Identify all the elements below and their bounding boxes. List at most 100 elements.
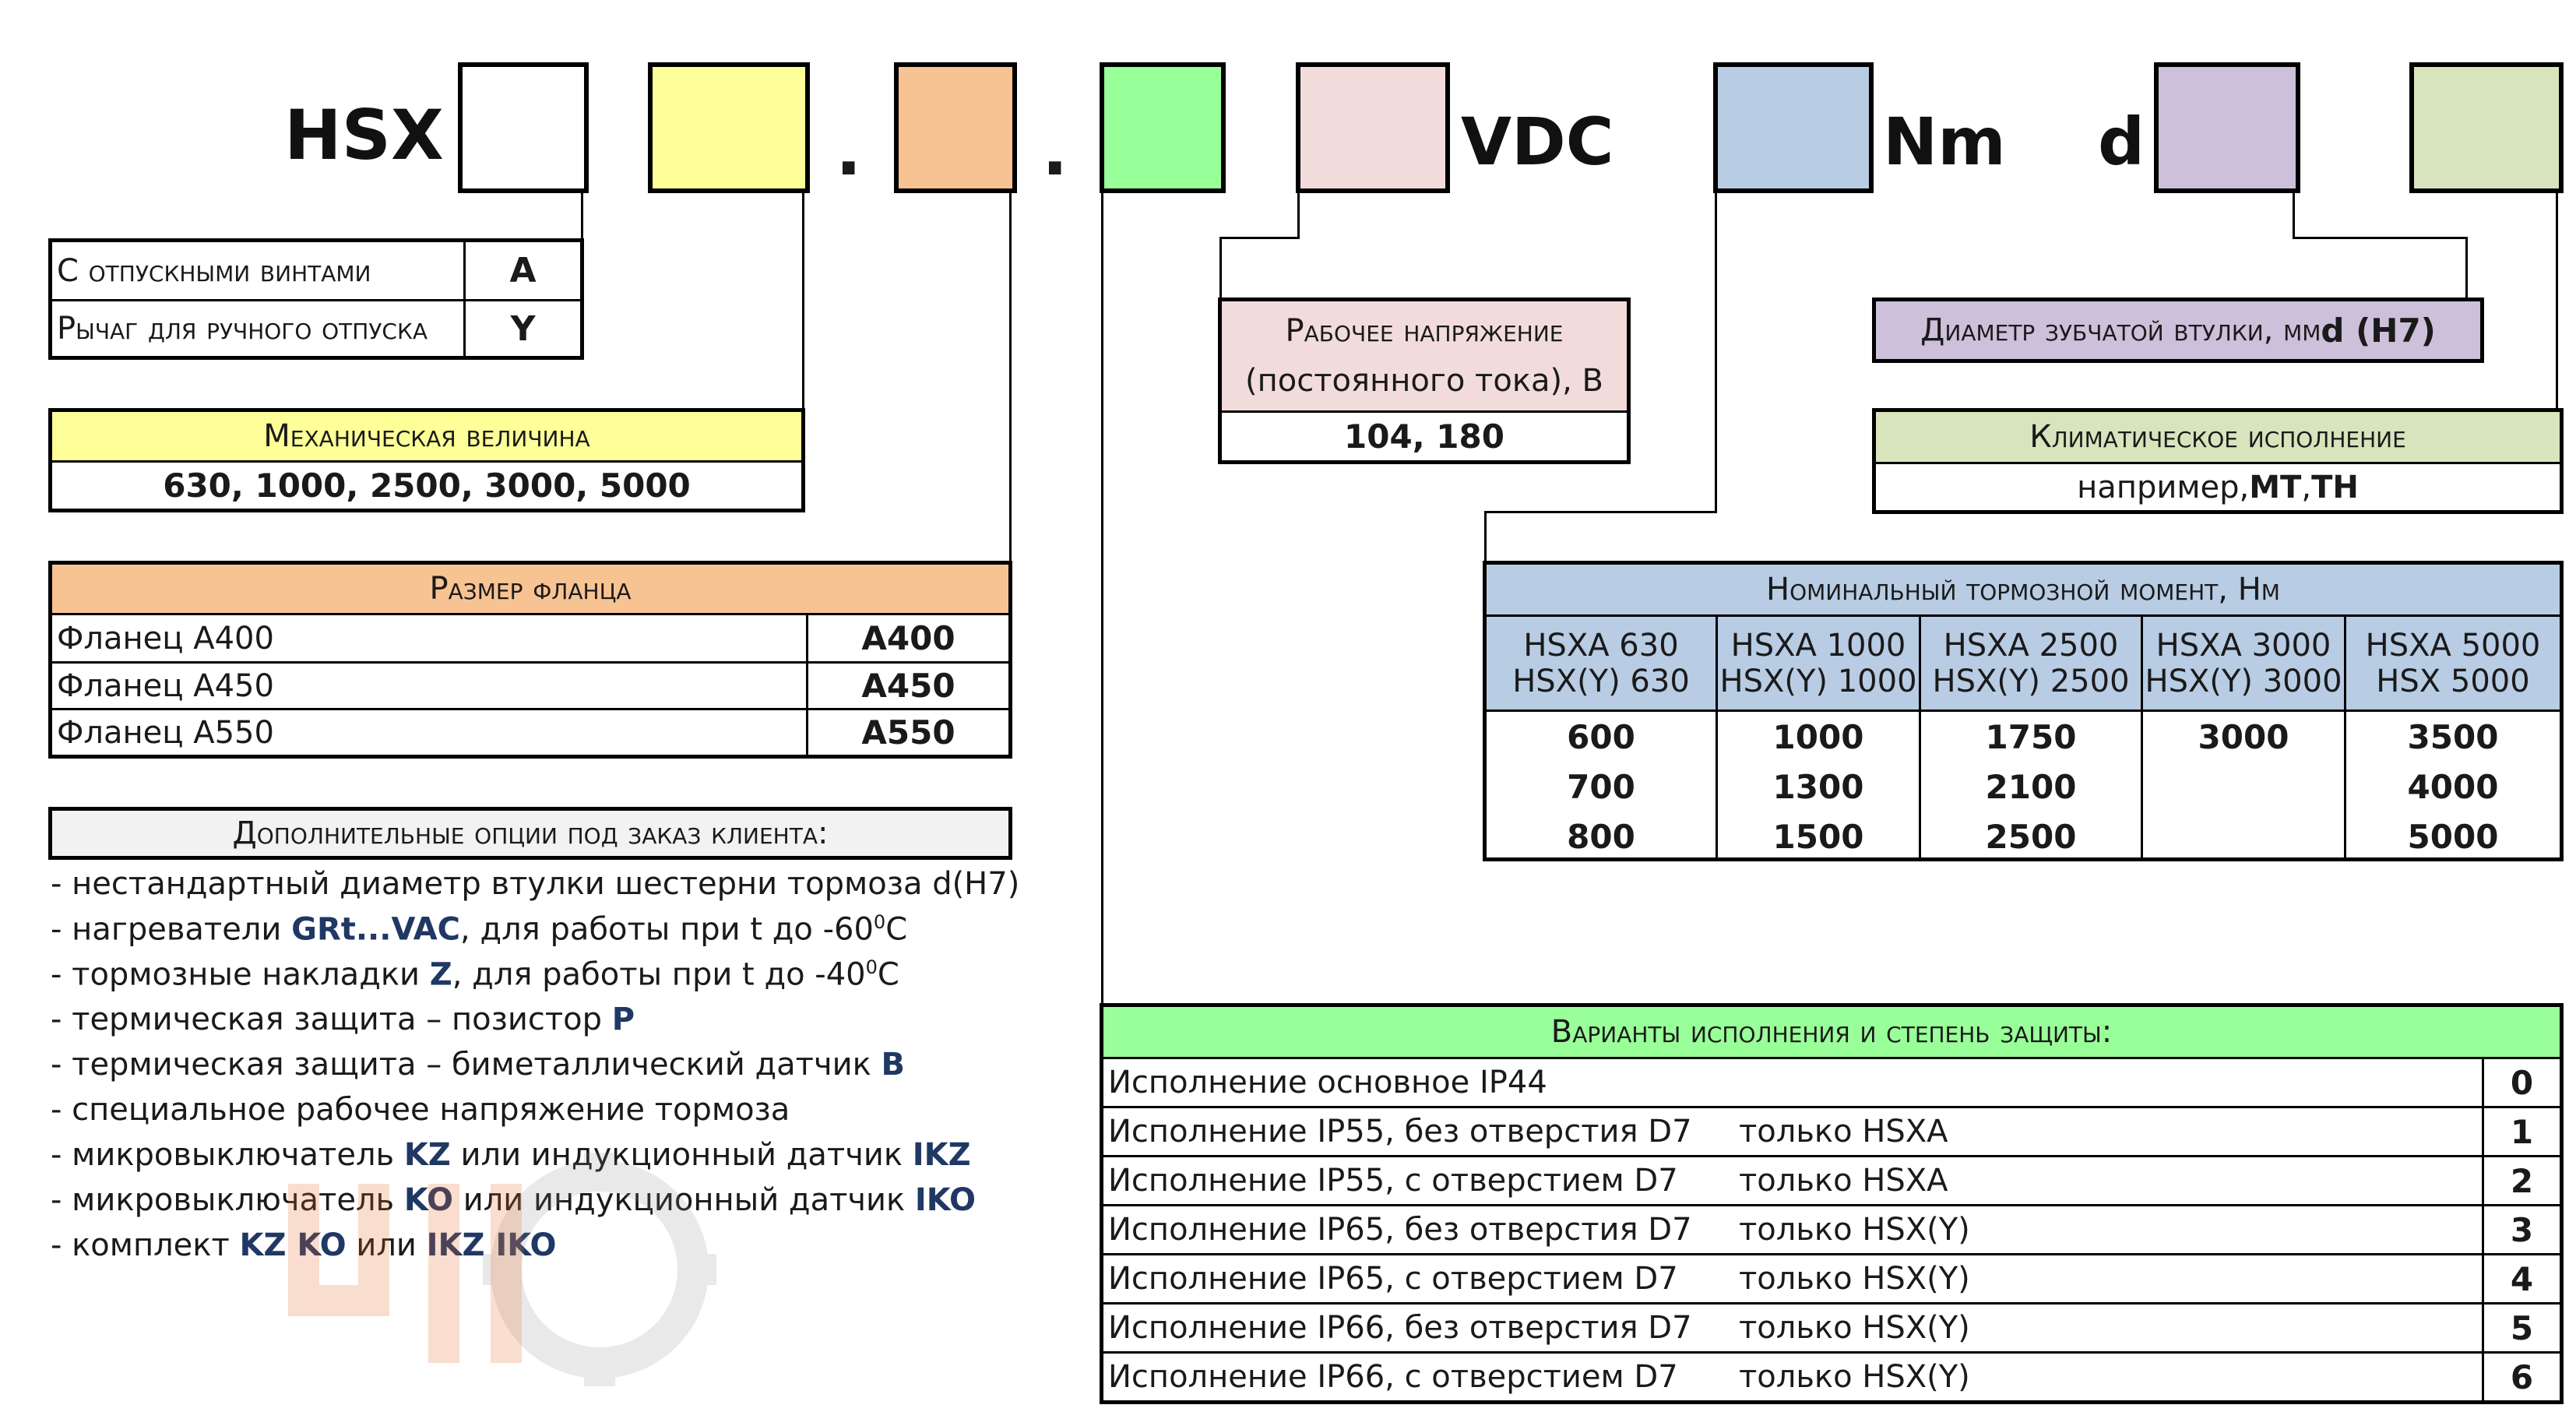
flange-row: Фланец A450 A450 — [52, 661, 1008, 708]
variant-note: только HSX(Y) — [1739, 1310, 1970, 1346]
variants-table: Варианты исполнения и степень защиты: Ис… — [1100, 1003, 2564, 1404]
connector-torque-a — [1715, 193, 1717, 512]
torque-value: 4000 — [2407, 767, 2499, 806]
code-nm: Nm — [1883, 104, 2006, 180]
variant-label: Исполнение IP55, без отверстия D7 — [1108, 1114, 1692, 1150]
code-d: d — [2098, 104, 2145, 180]
option-item: - нестандартный диаметр втулки шестерни … — [51, 866, 1020, 902]
option-item: - термическая защита – биметаллический д… — [51, 1047, 905, 1083]
torque-value: 1500 — [1772, 817, 1864, 856]
voltage-table: Рабочее напряжение (постоянного тока), В… — [1218, 298, 1631, 464]
variant-note — [1734, 1059, 2201, 1106]
connector-voltage-a — [1297, 193, 1300, 238]
connector-diameter-a — [2293, 193, 2295, 238]
option-item: - микровыключатель KZ или индукционный д… — [51, 1137, 971, 1173]
connector-voltage-c — [1219, 237, 1222, 299]
variant-code: 3 — [2510, 1210, 2534, 1249]
diameter-code: d (H7) — [2321, 311, 2436, 350]
code-box-climate — [2409, 62, 2564, 193]
code-dot-2: . — [1042, 111, 1068, 191]
option-item: - термическая защита – позистор P — [51, 1002, 635, 1037]
variant-code: 1 — [2510, 1112, 2534, 1151]
diameter-line: Диаметр зубчатой втулки, мм d (H7) — [1876, 301, 2480, 359]
connector-voltage-b — [1219, 237, 1300, 239]
variant-row: Исполнение IP65, без отверстия D7 только… — [1103, 1204, 2560, 1253]
variant-label: Исполнение IP65, без отверстия D7 — [1108, 1212, 1692, 1248]
torque-value: 5000 — [2407, 817, 2499, 856]
mech-header-row: Механическая величина — [52, 412, 801, 460]
voltage-header-1: Рабочее напряжение — [1285, 313, 1564, 349]
option-item: - нагреватели GRt...VAC, для работы при … — [51, 911, 908, 948]
variant-row: Исполнение основное IP44 0 — [1103, 1057, 2560, 1106]
code-box-torque — [1713, 62, 1874, 193]
connector-variant — [1101, 193, 1103, 1003]
release-row: С отпускными винтами A — [52, 242, 580, 299]
variant-code: 2 — [2510, 1161, 2534, 1200]
flange-table: Размер фланца Фланец A400 A400 Фланец A4… — [48, 561, 1012, 759]
voltage-header-row: Рабочее напряжение (постоянного тока), В — [1222, 301, 1627, 410]
options-header: Дополнительные опции под заказ клиента: — [232, 815, 829, 851]
release-label: С отпускными винтами — [57, 252, 371, 289]
torque-value: 2500 — [1985, 817, 2077, 856]
flange-header: Размер фланца — [429, 571, 632, 607]
code-box-release — [458, 62, 589, 193]
torque-value: 2100 — [1985, 767, 2077, 806]
torque-value: 3500 — [2407, 717, 2499, 756]
option-item: - комплект KZ KO или IKZ IKO — [51, 1227, 557, 1263]
flange-row: Фланец A400 A400 — [52, 613, 1008, 661]
release-table: С отпускными винтами A Рычаг для ручного… — [48, 238, 584, 360]
option-item: - специальное рабочее напряжение тормоза — [51, 1092, 790, 1128]
variant-note: только HSX(Y) — [1739, 1359, 1970, 1395]
watermark-logo-icon — [288, 1153, 716, 1386]
diameter-box: Диаметр зубчатой втулки, мм d (H7) — [1872, 298, 2484, 363]
connector-flange — [1009, 193, 1012, 564]
diameter-label: Диаметр зубчатой втулки, мм — [1920, 312, 2321, 348]
option-item: - микровыключатель KO или индукционный д… — [51, 1182, 976, 1218]
release-code: Y — [510, 308, 536, 349]
torque-value: 800 — [1567, 817, 1635, 856]
flange-row: Фланец A550 A550 — [52, 708, 1008, 755]
flange-code: A550 — [861, 713, 955, 752]
flange-code: A400 — [861, 619, 955, 657]
variant-label: Исполнение IP55, с отверстием D7 — [1108, 1163, 1678, 1199]
connector-torque-b — [1484, 511, 1717, 513]
voltage-header-2: (постоянного тока), В — [1245, 363, 1603, 399]
code-prefix: HSX — [284, 95, 444, 175]
torque-values-row: 600 700 800 1000 1300 1500 1750 2100 250… — [1487, 709, 2560, 857]
torque-header: Номинальный тормозной момент, Нм — [1766, 572, 2280, 607]
flange-label: Фланец A550 — [57, 714, 274, 751]
variants-header-row: Варианты исполнения и степень защиты: — [1103, 1007, 2560, 1057]
connector-diameter-b — [2293, 237, 2468, 239]
variant-label: Исполнение IP65, с отверстием D7 — [1108, 1261, 1678, 1297]
torque-header-row: Номинальный тормозной момент, Нм — [1487, 565, 2560, 614]
variant-row: Исполнение IP55, без отверстия D7 только… — [1103, 1106, 2560, 1155]
mech-header: Механическая величина — [263, 418, 590, 454]
flange-label: Фланец A400 — [57, 620, 274, 657]
climate-values-row: например, MT, TH — [1876, 462, 2560, 510]
code-box-size — [648, 62, 810, 193]
connector-diameter-c — [2465, 237, 2468, 299]
release-label: Рычаг для ручного отпуска — [57, 311, 428, 347]
mech-values-row: 630, 1000, 2500, 3000, 5000 — [52, 460, 801, 509]
variant-label: Исполнение IP66, с отверстием D7 — [1108, 1359, 1678, 1395]
mech-values: 630, 1000, 2500, 3000, 5000 — [163, 467, 691, 505]
variant-note: только HSXA — [1739, 1163, 1948, 1199]
torque-value: 600 — [1567, 717, 1635, 756]
variant-code: 6 — [2510, 1357, 2534, 1396]
climate-header: Климатическое исполнение — [2029, 419, 2406, 455]
connector-release — [581, 193, 583, 241]
code-box-variant — [1100, 62, 1226, 193]
variant-row: Исполнение IP55, с отверстием D7 только … — [1103, 1155, 2560, 1204]
voltage-values: 104, 180 — [1344, 417, 1504, 456]
release-row: Рычаг для ручного отпуска Y — [52, 299, 580, 356]
variant-label: Исполнение IP66, без отверстия D7 — [1108, 1310, 1692, 1346]
climate-header-row: Климатическое исполнение — [1876, 412, 2560, 462]
variant-row: Исполнение IP66, с отверстием D7 только … — [1103, 1351, 2560, 1400]
flange-label: Фланец A450 — [57, 667, 274, 704]
variant-note: только HSXA — [1739, 1114, 1948, 1150]
flange-code: A450 — [861, 667, 955, 705]
